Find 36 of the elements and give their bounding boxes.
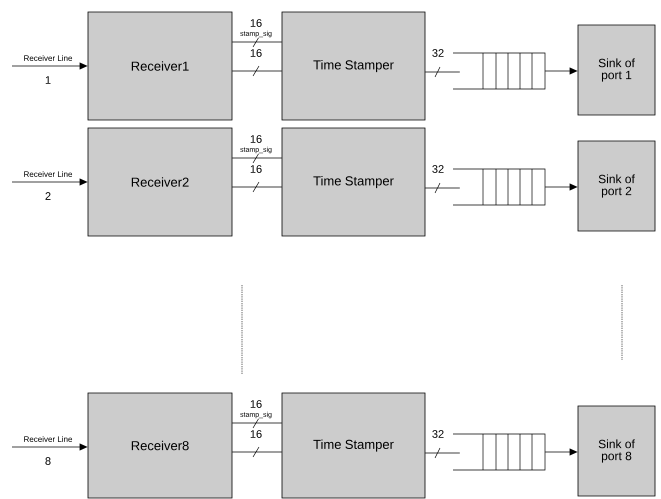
connector-line	[425, 448, 460, 458]
connector-line	[425, 66, 460, 78]
receiver-box: Receiver2	[88, 128, 232, 236]
connector-line	[232, 152, 282, 164]
receiver-box: Receiver1	[88, 12, 232, 120]
queue-drawing	[452, 168, 546, 206]
line-number: 8	[45, 457, 51, 465]
bus-width-label: 16	[250, 400, 262, 408]
line-number: 1	[46, 76, 51, 84]
edge-label: Receiver Line	[23, 436, 73, 442]
connector-line	[425, 182, 460, 194]
edge-label: Receiver Line	[23, 54, 73, 62]
connector-line	[232, 446, 282, 458]
edge-label: 32	[431, 48, 445, 58]
edge-label: 32	[431, 164, 445, 174]
sink-box: Sink of port 1	[578, 24, 656, 116]
time-stamper-box: Time Stamper	[282, 128, 426, 236]
line-number: 2	[46, 192, 50, 200]
queue-drawing	[452, 434, 546, 470]
edge-label: 16	[249, 430, 263, 438]
sink-box: Sink of port 8	[578, 406, 656, 496]
connector-line	[232, 66, 282, 76]
sink-box: Sink of port 2	[578, 140, 656, 232]
connector-line	[232, 182, 282, 192]
bus-width-label: 16	[250, 19, 262, 27]
receiver-box: Receiver8	[88, 392, 232, 498]
bus-width-label: 16	[250, 135, 262, 143]
edge-label: 32	[431, 430, 445, 438]
time-stamper-box: Time Stamper	[282, 12, 426, 120]
edge-label: 16	[249, 48, 263, 58]
time-stamper-box: Time Stamper	[282, 392, 426, 498]
connector-line	[232, 36, 282, 48]
connector-line	[232, 418, 282, 428]
edge-label: 16	[249, 164, 263, 174]
queue-drawing	[452, 52, 546, 90]
edge-label: Receiver Line	[23, 170, 73, 178]
